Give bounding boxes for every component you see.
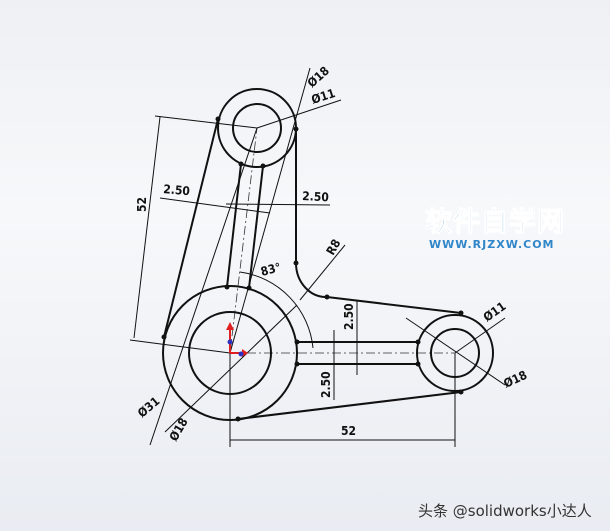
dim-right-outer-dia[interactable]: Ø18 — [501, 368, 529, 391]
dim-horizontal-length[interactable]: 52 — [341, 424, 356, 438]
dim-big-inner-dia[interactable]: Ø18 — [166, 416, 190, 444]
author-credit: 头条 @solidworks小达人 — [418, 502, 592, 520]
top-inner-circle[interactable] — [232, 103, 282, 153]
origin-icon — [226, 322, 248, 357]
bottom-tangent-line[interactable] — [237, 391, 462, 420]
dim-fillet-radius[interactable]: R8 — [323, 237, 343, 258]
watermark-url: WWW.RJZXW.COM — [429, 238, 555, 251]
left-tangent-line[interactable] — [163, 118, 219, 338]
dim-top-outer-dia[interactable]: Ø18 — [305, 64, 332, 91]
right-profile-with-fillet[interactable] — [295, 131, 462, 314]
dim-arm-width-right[interactable]: 2.50 — [302, 189, 329, 204]
dim-right-inner-dia[interactable]: Ø11 — [481, 299, 509, 324]
vertical-centerline — [229, 127, 258, 354]
watermark-logo: 软件自学网 WWW.RJZXW.COM — [425, 207, 565, 251]
dimension-lines — [129, 67, 506, 447]
vertical-arm-right-line[interactable] — [248, 165, 264, 289]
dim-h-arm-width-bottom[interactable]: 2.50 — [319, 371, 333, 398]
watermark-title: 软件自学网 — [425, 207, 565, 238]
sketch-points — [161, 116, 464, 422]
dim-h-arm-width-top[interactable]: 2.50 — [342, 303, 356, 330]
dim-arm-width-left[interactable]: 2.50 — [163, 182, 191, 198]
dim-big-outer-dia[interactable]: Ø31 — [135, 394, 163, 420]
vertical-arm-left-line[interactable] — [226, 163, 242, 288]
dim-vertical-length[interactable]: 52 — [135, 197, 149, 212]
dim-angle[interactable]: 83° — [259, 260, 282, 279]
